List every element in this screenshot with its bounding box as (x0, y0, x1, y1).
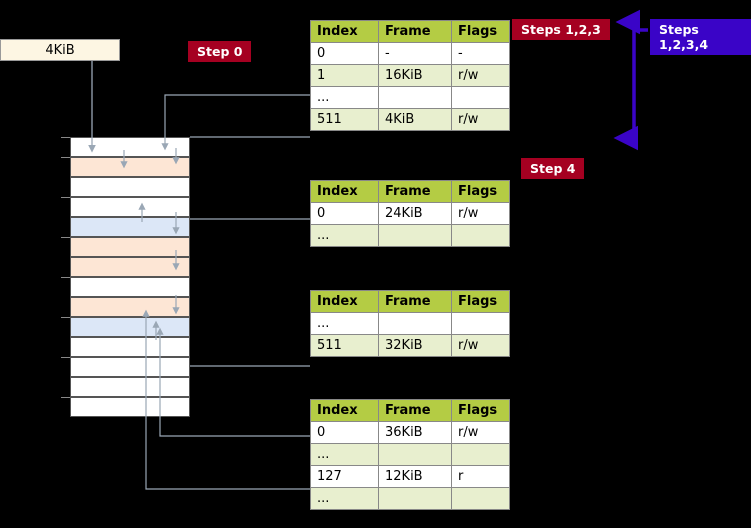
cell-frame (378, 487, 452, 510)
memory-frame-row (70, 397, 190, 417)
cell-frame (378, 443, 452, 466)
cell-index: 0 (310, 421, 379, 444)
physical-memory-column (61, 137, 190, 417)
cell-flags: r/w (451, 108, 510, 131)
step-4-label: Step 4 (521, 158, 585, 179)
column-header-flags: Flags (451, 399, 510, 422)
cell-flags: r/w (451, 421, 510, 444)
column-header-index: Index (310, 399, 379, 422)
cell-frame: 32KiB (378, 334, 452, 357)
page-table-3: Index Frame Flags ... 511 32KiB r/w (310, 290, 510, 357)
cell-frame: - (378, 42, 452, 65)
column-header-index: Index (310, 20, 379, 43)
memory-frame-row (70, 177, 190, 197)
memory-tick (61, 317, 70, 318)
cell-index: ... (310, 443, 379, 466)
cell-frame (378, 224, 452, 247)
memory-tick (61, 397, 70, 398)
cell-flags (451, 443, 510, 466)
cell-index: 127 (310, 465, 379, 488)
table-row: 511 32KiB r/w (310, 334, 510, 357)
cell-index: 0 (310, 202, 379, 225)
table-row: 0 36KiB r/w (310, 421, 510, 444)
memory-frame-row (70, 317, 190, 337)
page-table-2: Index Frame Flags 0 24KiB r/w ... (310, 180, 510, 247)
steps-1234-label: Steps 1,2,3,4 (650, 19, 751, 55)
cell-index: 0 (310, 42, 379, 65)
memory-tick (61, 157, 70, 158)
column-header-frame: Frame (378, 290, 452, 313)
memory-tick (61, 237, 70, 238)
frame-4kib-box: 4KiB (0, 39, 120, 61)
cell-index: 511 (310, 334, 379, 357)
column-header-frame: Frame (378, 399, 452, 422)
table-row: ... (310, 487, 510, 510)
cell-flags: - (451, 42, 510, 65)
table-row: 0 24KiB r/w (310, 202, 510, 225)
cell-flags (451, 86, 510, 109)
frame-4kib-label: 4KiB (45, 42, 75, 58)
column-header-frame: Frame (378, 180, 452, 203)
cell-index: ... (310, 86, 379, 109)
cell-index: ... (310, 224, 379, 247)
memory-frame-row (70, 217, 190, 237)
memory-tick (61, 137, 70, 138)
memory-frame-row (70, 197, 190, 217)
step-0-label: Step 0 (188, 41, 252, 62)
cell-index: ... (310, 487, 379, 510)
cell-index: 511 (310, 108, 379, 131)
memory-tick (61, 197, 70, 198)
cell-flags: r/w (451, 202, 510, 225)
column-header-index: Index (310, 180, 379, 203)
table-row: ... (310, 86, 510, 109)
memory-frame-row (70, 257, 190, 277)
table-row: ... (310, 312, 510, 335)
cell-flags (451, 487, 510, 510)
cell-flags: r (451, 465, 510, 488)
memory-frame-row (70, 357, 190, 377)
column-header-index: Index (310, 290, 379, 313)
memory-frame-row (70, 277, 190, 297)
column-header-frame: Frame (378, 20, 452, 43)
memory-tick (61, 357, 70, 358)
cell-frame (378, 312, 452, 335)
table-row: ... (310, 443, 510, 466)
cell-flags: r/w (451, 334, 510, 357)
memory-frame-row (70, 237, 190, 257)
cell-flags (451, 312, 510, 335)
cell-frame: 12KiB (378, 465, 452, 488)
memory-frame-row (70, 377, 190, 397)
cell-frame: 4KiB (378, 108, 452, 131)
cell-flags: r/w (451, 64, 510, 87)
page-table-4: Index Frame Flags 0 36KiB r/w ... 127 12… (310, 399, 510, 510)
column-header-flags: Flags (451, 290, 510, 313)
cell-flags (451, 224, 510, 247)
page-table-1: Index Frame Flags 0 - - 1 16KiB r/w ... … (310, 20, 510, 131)
table-row: ... (310, 224, 510, 247)
steps-123-label: Steps 1,2,3 (512, 19, 610, 40)
table-row: 127 12KiB r (310, 465, 510, 488)
memory-frame-row (70, 157, 190, 177)
table-row: 0 - - (310, 42, 510, 65)
column-header-flags: Flags (451, 20, 510, 43)
cell-index: 1 (310, 64, 379, 87)
memory-frame-row (70, 137, 190, 157)
steps-bracket-arrow (613, 9, 648, 151)
column-header-flags: Flags (451, 180, 510, 203)
memory-tick (61, 277, 70, 278)
cell-frame (378, 86, 452, 109)
memory-frame-row (70, 297, 190, 317)
cell-frame: 24KiB (378, 202, 452, 225)
cell-frame: 36KiB (378, 421, 452, 444)
cell-frame: 16KiB (378, 64, 452, 87)
cell-index: ... (310, 312, 379, 335)
table-row: 1 16KiB r/w (310, 64, 510, 87)
memory-frame-row (70, 337, 190, 357)
table-row: 511 4KiB r/w (310, 108, 510, 131)
